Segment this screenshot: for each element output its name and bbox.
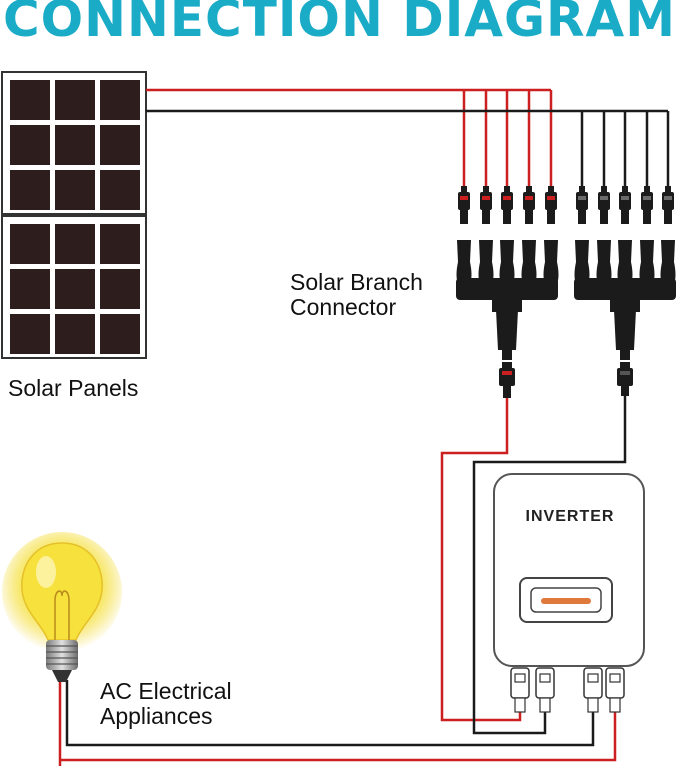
mc4-plug [501,186,513,224]
mc4-plug [598,186,610,224]
inverter-label: INVERTER [525,508,615,525]
mc4-plugs [458,186,674,224]
mc4-plug [662,186,674,224]
inverter-terminals [510,667,625,713]
solar-cell [10,125,50,165]
page-title: CONNECTION DIAGRAM [2,0,676,48]
inverter-terminal-1 [510,667,530,713]
solar-cell [100,80,140,120]
ac-appliances-label-line2: Appliances [100,703,213,729]
solar-cell [55,170,95,210]
branch-input-port [639,240,655,284]
inverter-terminal-4 [605,667,625,713]
mc4-plug [576,186,588,224]
inverter [493,473,645,667]
inverter-terminal-3 [583,667,603,713]
solar-cell [55,314,95,354]
branch-connector-label: Solar Branch Connector [290,270,423,320]
branch-input-port [478,240,494,284]
branch-output-plug-positive [499,362,515,398]
branch-connector-label-line1: Solar Branch [290,269,423,295]
branch-input-port [543,240,559,284]
light-bulb-icon [2,532,122,682]
mc4-plug [523,186,535,224]
branch-output-plug-negative [617,362,633,396]
mc4-plug [641,186,653,224]
positive-wires [58,88,617,766]
mc4-plug [545,186,557,224]
ac-appliances-label-line1: AC Electrical [100,678,232,704]
solar-cell [100,170,140,210]
solar-cell [10,170,50,210]
solar-cell [10,224,50,264]
solar-cell [55,80,95,120]
negative-wires [65,109,670,747]
solar-panel-module-2 [1,215,147,359]
ac-neutral-wire [65,680,595,747]
branch-connector-label-line2: Connector [290,294,397,320]
solar-cell [100,125,140,165]
solar-cell [100,224,140,264]
mc4-plug [480,186,492,224]
branch-input-port [456,240,472,284]
positive-to-inverter [440,398,522,722]
mc4-plug [458,186,470,224]
branch-connector-positive [456,240,559,360]
solar-cell [100,269,140,309]
solar-cell [55,125,95,165]
branch-input-port [660,240,676,284]
solar-panels [1,71,147,359]
branch-input-port [574,240,590,284]
solar-panels-label: Solar Panels [8,376,138,401]
inverter-terminal-2 [535,667,555,713]
branch-input-port [617,240,633,284]
ac-appliances-label: AC Electrical Appliances [100,679,232,729]
solar-cell [55,269,95,309]
solar-cell [10,314,50,354]
branch-input-port [499,240,515,284]
ac-wire-to-inverter-red [60,712,617,762]
inverter-led [541,598,591,604]
branch-input-port [596,240,612,284]
solar-cell [55,224,95,264]
solar-cell [10,80,50,120]
negative-to-inverter [472,396,627,735]
branch-input-port [521,240,537,284]
solar-cell [10,269,50,309]
solar-panel-module-1 [1,71,147,215]
solar-panels-label-text: Solar Panels [8,375,139,401]
mc4-plug [619,186,631,224]
solar-cell [100,314,140,354]
branch-connector-negative [574,240,676,360]
